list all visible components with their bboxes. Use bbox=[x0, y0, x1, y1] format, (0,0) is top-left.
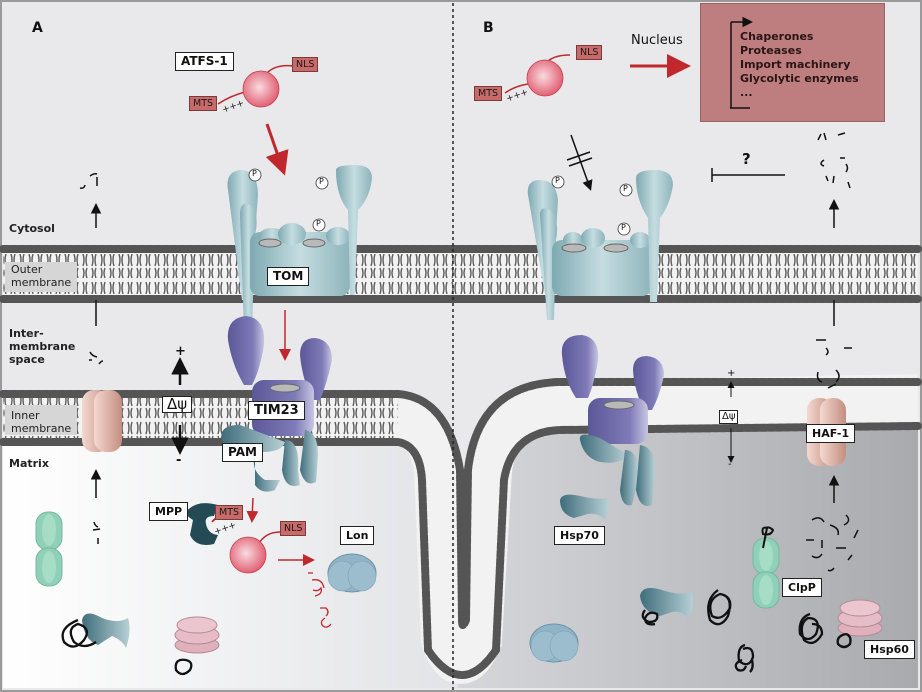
label-haf1: HAF-1 bbox=[806, 424, 856, 443]
inner-membrane-label-bg bbox=[5, 405, 77, 435]
target-gene: Import machinery bbox=[740, 58, 851, 71]
pam-complex-b bbox=[579, 434, 655, 506]
unfolded-protein-b2 bbox=[707, 589, 732, 626]
lon-protease-a bbox=[327, 553, 377, 593]
potential-plus-b: + bbox=[727, 368, 736, 379]
label-outer-membrane-2: membrane bbox=[11, 276, 72, 289]
outer-membrane bbox=[0, 245, 922, 303]
label-clpp: ClpP bbox=[782, 578, 822, 597]
cleave-arrow-a bbox=[246, 497, 259, 523]
label-inner-membrane-1: Inner bbox=[11, 409, 40, 422]
tag-mts-matrix: MTS bbox=[215, 505, 244, 520]
atfs1-protein-a bbox=[217, 64, 294, 108]
target-gene: Glycolytic enzymes bbox=[740, 72, 859, 85]
mpp-protease-a bbox=[186, 503, 218, 545]
potential-minus-a: - bbox=[176, 453, 182, 468]
clpp-protease-b bbox=[752, 526, 780, 609]
phospho-a3: P bbox=[316, 219, 321, 228]
inhibition-question-mark: ? bbox=[742, 150, 751, 168]
transcription-arrow bbox=[730, 16, 753, 109]
phospho-b2: P bbox=[623, 184, 628, 193]
phospho-a2: P bbox=[319, 177, 324, 186]
peptide-path-b bbox=[806, 132, 859, 572]
label-mpp: MPP bbox=[149, 502, 189, 521]
haf1-transporter-a bbox=[82, 390, 122, 452]
label-hsp60: Hsp60 bbox=[864, 640, 915, 659]
potential-minus-b: - bbox=[728, 459, 732, 470]
atfs1-matrix-a bbox=[229, 531, 281, 574]
potential-plus-a: + bbox=[175, 344, 186, 359]
target-gene-list: Chaperones Proteases Import machinery Gl… bbox=[740, 30, 859, 100]
lon-protease-b bbox=[529, 623, 579, 663]
unfolded-protein-b5 bbox=[836, 632, 852, 649]
tag-nls-matrix: NLS bbox=[280, 521, 307, 536]
tag-nls-a: NLS bbox=[292, 57, 319, 72]
label-pam: PAM bbox=[222, 443, 263, 462]
unfolded-protein-b1 bbox=[641, 609, 659, 626]
import-arrow-a bbox=[265, 123, 289, 176]
phospho-a1: P bbox=[252, 169, 257, 178]
target-gene: ... bbox=[740, 86, 753, 99]
label-cytosol: Cytosol bbox=[9, 222, 55, 235]
tom-complex-b bbox=[527, 170, 673, 320]
label-inner-membrane-2: membrane bbox=[11, 422, 72, 435]
unfolded-protein-a2 bbox=[174, 658, 193, 676]
tim23-complex-b bbox=[561, 335, 664, 444]
label-intermembrane-3: space bbox=[9, 353, 45, 366]
peptide-fragments-red-a bbox=[308, 572, 332, 628]
target-gene: Proteases bbox=[740, 44, 802, 57]
label-intermembrane-1: Inter- bbox=[9, 327, 44, 340]
clpp-protease-a bbox=[35, 511, 63, 587]
tag-nls-b: NLS bbox=[576, 45, 603, 60]
nucleus-label: Nucleus bbox=[631, 33, 683, 48]
hsp60-chaperonin-a bbox=[174, 616, 220, 654]
panel-label-a: A bbox=[32, 20, 43, 36]
potential-label-b: Δψ bbox=[719, 410, 739, 424]
label-hsp70: Hsp70 bbox=[554, 526, 605, 545]
unfolded-protein-b3 bbox=[734, 643, 755, 673]
panel-label-b: B bbox=[483, 20, 494, 36]
potential-label-a: Δψ bbox=[162, 396, 193, 413]
phospho-b3: P bbox=[621, 223, 626, 232]
label-matrix: Matrix bbox=[9, 457, 49, 470]
crista-outer-leaflet bbox=[394, 378, 922, 629]
matrix-region-a bbox=[3, 440, 458, 688]
unfolded-protein-a1 bbox=[61, 618, 97, 648]
peptide-path-a bbox=[79, 173, 104, 544]
unfolded-protein-b4 bbox=[798, 612, 824, 645]
hsp70-chaperone-b bbox=[560, 494, 609, 520]
label-atfs1: ATFS-1 bbox=[175, 52, 234, 71]
outer-membrane-label-bg bbox=[5, 262, 77, 292]
label-outer-membrane-1: Outer bbox=[11, 263, 43, 276]
hsp60-chaperonin-b bbox=[837, 599, 883, 637]
crista-inner-leaflet bbox=[394, 422, 922, 679]
tag-mts-a: MTS bbox=[189, 96, 218, 111]
label-tom: TOM bbox=[267, 267, 310, 286]
label-lon: Lon bbox=[340, 526, 375, 545]
label-intermembrane-2: membrane bbox=[9, 340, 76, 353]
blocked-import-arrow-b bbox=[566, 134, 593, 191]
crista-fill bbox=[394, 374, 919, 684]
atfs1-protein-b bbox=[504, 54, 571, 97]
tag-mts-b: MTS bbox=[474, 86, 503, 101]
hsp70-chaperone-b2 bbox=[640, 588, 694, 618]
phospho-b1: P bbox=[555, 176, 560, 185]
label-tim23: TIM23 bbox=[248, 401, 305, 420]
inhibition-bar-b bbox=[711, 168, 785, 182]
target-gene: Chaperones bbox=[740, 30, 814, 43]
hsp70-chaperone-a bbox=[82, 613, 130, 648]
